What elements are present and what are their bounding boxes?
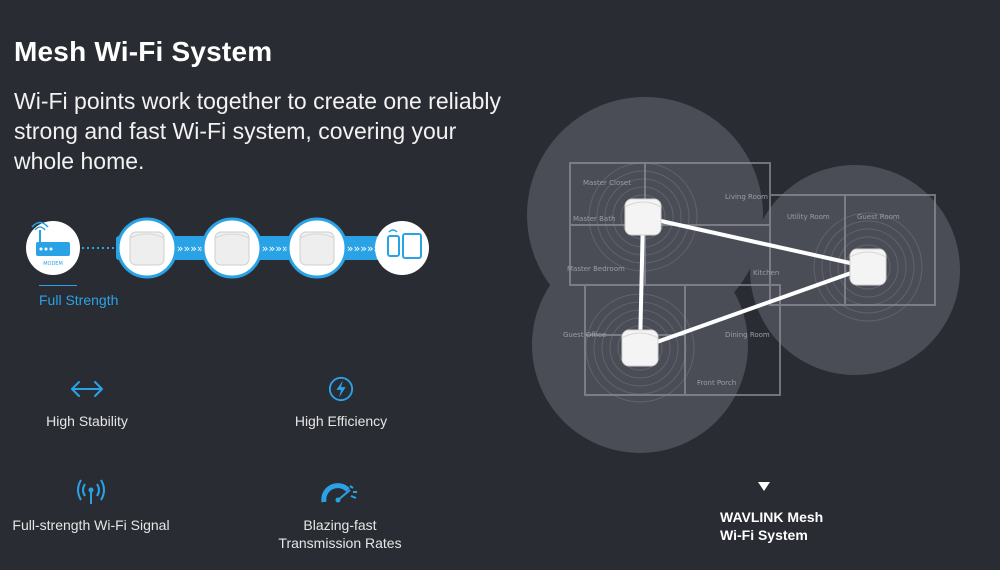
room-label: Utility Room bbox=[787, 213, 830, 221]
page-title: Mesh Wi-Fi System bbox=[14, 36, 273, 67]
product-label: WAVLINK Mesh Wi-Fi System bbox=[720, 508, 823, 544]
modem-label: MODEM bbox=[43, 261, 63, 267]
room-label: Dining Room bbox=[725, 331, 770, 339]
full-strength-label: Full Strength bbox=[39, 292, 119, 308]
room-label: Living Room bbox=[725, 193, 768, 201]
room-label: Master Closet bbox=[583, 179, 631, 187]
page-subtitle: Wi-Fi points work together to create one… bbox=[14, 88, 502, 174]
feature-label: High Stability bbox=[46, 413, 128, 429]
mesh-links bbox=[638, 215, 869, 350]
feature-high-efficiency: High Efficiency bbox=[276, 376, 406, 430]
feature-label: Transmission Rates bbox=[278, 535, 402, 551]
room-label: Guest Room bbox=[857, 213, 900, 221]
devices-icon bbox=[375, 221, 429, 275]
feature-label: Blazing-fast bbox=[303, 517, 377, 533]
mesh-node-icon bbox=[621, 329, 659, 367]
feature-high-stability: High Stability bbox=[22, 376, 152, 430]
modem-icon: MODEM bbox=[26, 221, 80, 275]
product-line2: Wi-Fi System bbox=[720, 527, 808, 543]
mesh-node-icon bbox=[116, 217, 178, 279]
room-labels: Master Closet Master Bath Living Room Ut… bbox=[563, 179, 900, 387]
floorplan-coverage-map: Master Closet Master Bath Living Room Ut… bbox=[527, 97, 960, 453]
room-label: Master Bedroom bbox=[567, 265, 625, 273]
feature-label: Full-strength Wi-Fi Signal bbox=[12, 517, 170, 533]
double-arrow-icon bbox=[71, 381, 103, 397]
mesh-node-icon bbox=[286, 217, 348, 279]
coverage-area bbox=[527, 97, 960, 453]
feature-label: High Efficiency bbox=[294, 413, 388, 429]
feature-full-strength-signal: Full-strength Wi-Fi Signal bbox=[8, 478, 174, 534]
mesh-chain-diagram: »»»»»»»» »»»»»»»» »»»»»»»» MODEM bbox=[26, 217, 429, 279]
room-label: Front Porch bbox=[697, 379, 736, 387]
wifi-antenna-icon bbox=[77, 479, 105, 504]
speedometer-icon bbox=[321, 483, 357, 503]
mesh-node-icon bbox=[849, 248, 887, 286]
room-label: Master Bath bbox=[573, 215, 615, 223]
mesh-node-icon bbox=[624, 198, 662, 236]
room-label: Kitchen bbox=[753, 269, 779, 277]
room-label: Guest Office bbox=[563, 331, 606, 339]
floorplan-walls bbox=[569, 162, 936, 396]
product-line1: WAVLINK Mesh bbox=[720, 509, 824, 525]
feature-blazing-fast: Blazing-fast Transmission Rates bbox=[270, 478, 410, 552]
strength-underline bbox=[39, 285, 77, 286]
down-arrow-icon bbox=[758, 482, 770, 491]
mesh-node-icon bbox=[201, 217, 263, 279]
lightning-icon bbox=[328, 376, 354, 402]
